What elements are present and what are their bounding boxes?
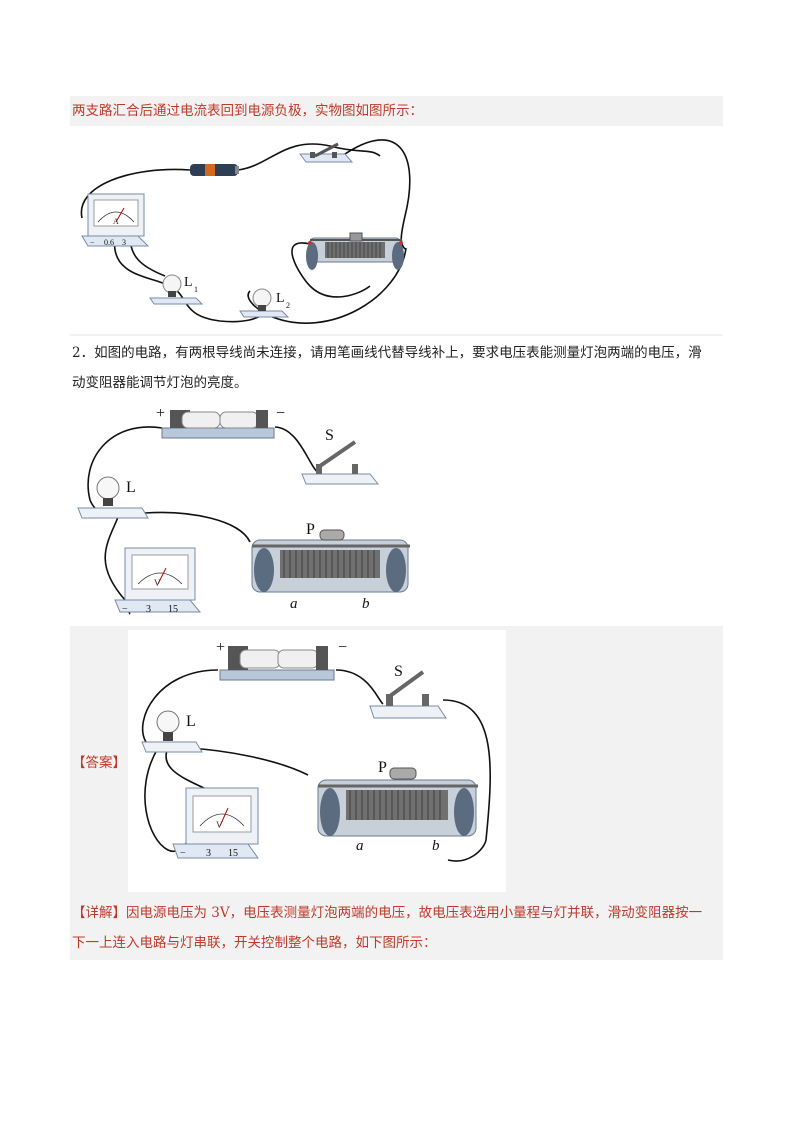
answer-rheostat-icon: P a b [317, 759, 478, 854]
question-line-2: 动变阻器能调节灯泡的亮度。 [72, 375, 248, 391]
svg-text:a: a [290, 596, 298, 612]
svg-text:V: V [216, 820, 223, 830]
svg-text:S: S [394, 663, 403, 680]
battery-icon [190, 164, 239, 176]
voltmeter-icon: V − 3 15 [114, 547, 202, 615]
svg-text:0.6: 0.6 [104, 238, 114, 247]
circuit-diagram-answer: + − S L V − 3 15 [141, 639, 491, 862]
svg-text:15: 15 [228, 848, 238, 859]
answer-battery-icon: + − [216, 639, 347, 681]
ammeter-icon: A − 0.6 3 [81, 193, 150, 247]
svg-text:−: − [122, 604, 128, 615]
svg-text:L: L [184, 275, 193, 290]
minus-sign: − [276, 405, 285, 422]
answer-tag: 【答案】 [72, 755, 126, 771]
plus-sign: + [156, 405, 165, 422]
svg-text:3: 3 [146, 604, 151, 615]
svg-text:2: 2 [286, 301, 290, 310]
wire [80, 168, 191, 219]
rheostat-icon [306, 232, 404, 270]
answer-switch-icon: S [369, 663, 447, 719]
switch-s-icon: S [301, 427, 380, 485]
rheostat-2-icon: P a b [251, 521, 410, 612]
svg-text:L: L [186, 713, 196, 730]
lamp-l-icon: L [77, 476, 149, 519]
answer-voltmeter-icon: V − 3 15 [172, 787, 259, 859]
detail-line-1: 【详解】因电源电压为 3V，电压表测量灯泡两端的电压，故电压表选用小量程与灯并联… [72, 902, 702, 924]
svg-text:P: P [378, 759, 387, 776]
switch-icon [299, 142, 354, 163]
svg-text:b: b [432, 838, 440, 854]
svg-text:V: V [154, 578, 161, 588]
svg-text:L: L [276, 291, 285, 306]
svg-text:15: 15 [168, 604, 178, 615]
svg-text:+: + [216, 639, 225, 656]
lamp-l1-icon: L 1 [149, 274, 204, 305]
figure-2: + − S L V − 3 15 [70, 400, 430, 620]
intro-line: 两支路汇合后通过电流表回到电源负极，实物图如图所示： [72, 103, 423, 119]
detail-text-1: 因电源电压为 3V，电压表测量灯泡两端的电压，故电压表选用小量程与灯并联，滑动变… [126, 905, 703, 921]
question-line-1: 2．如图的电路，有两根导线尚未连接，请用笔画线代替导线补上，要求电压表能测量灯泡… [72, 345, 702, 361]
svg-text:S: S [325, 427, 334, 444]
svg-text:b: b [362, 596, 370, 612]
svg-text:−: − [338, 639, 347, 656]
battery-pack-icon: + − [156, 405, 285, 439]
detail-tag: 【详解】 [72, 905, 126, 921]
figure-1: A − 0.6 3 L 1 L [70, 126, 723, 334]
svg-text:L: L [126, 479, 136, 496]
svg-text:−: − [180, 848, 186, 859]
circuit-diagram-1: A − 0.6 3 L 1 L [80, 139, 411, 324]
svg-text:a: a [356, 838, 364, 854]
svg-text:P: P [306, 521, 315, 538]
ammeter-label: A [113, 217, 119, 226]
svg-text:3: 3 [122, 238, 126, 247]
svg-text:3: 3 [206, 848, 211, 859]
answer-lamp-icon: L [141, 710, 203, 753]
answer-figure: + − S L V − 3 15 [128, 630, 506, 892]
svg-text:−: − [90, 238, 95, 247]
detail-line-2: 下一上连入电路与灯串联，开关控制整个电路，如下图所示： [72, 935, 437, 951]
svg-text:1: 1 [194, 285, 198, 294]
circuit-diagram-2: + − S L V − 3 15 [77, 405, 410, 615]
lamp-l2-icon: L 2 [239, 288, 290, 318]
